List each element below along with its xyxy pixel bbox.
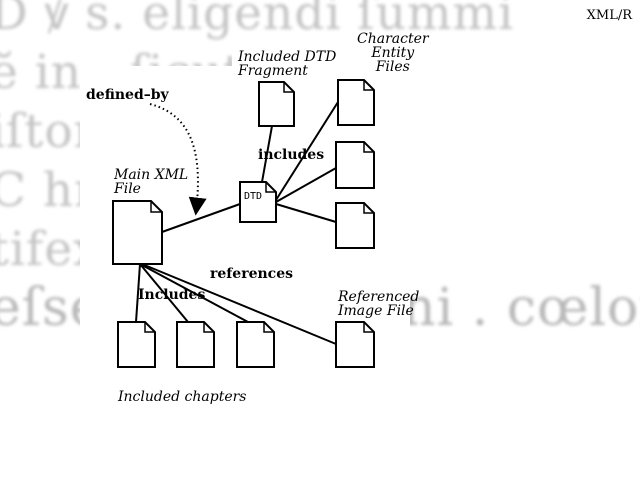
edge-main-to-chapter-2 [139,263,189,323]
entity-file-icon [335,141,375,189]
label-line: Image File [338,303,414,319]
chapter-file-icon [176,321,215,368]
label-line: Fragment [238,63,308,79]
edge-main-to-chapter-3 [139,263,249,323]
label-line: Character [357,31,429,47]
label-line: Included DTD [238,49,337,65]
label-line: File [114,181,141,197]
edge-dtd-to-fragment [261,125,273,183]
label-line: Entity [371,45,415,61]
background-line: D ꝟ s. eligendi ſummi [0,0,515,41]
dtd-file-icon [239,181,277,223]
references-label: references [210,266,293,282]
dtd-fragment-label: Included DTD Fragment [238,50,336,78]
defined-by-label: defined–by [86,87,169,103]
main-xml-file-icon [112,200,163,265]
chapters-label: Included chapters [118,389,247,405]
referenced-image-file-icon [335,321,375,368]
main-xml-file-label: Main XML File [114,168,188,196]
edge-dtd-to-entity-2 [275,167,337,203]
edge-dtd-to-entity-3 [275,203,337,223]
includes-chapters-label: Includes [138,287,206,303]
dtd-icon-label: DTD [244,191,263,202]
edge-dtd-to-entity-1 [275,101,339,201]
diagram-panel-top [232,40,432,80]
chapter-file-icon [236,321,275,368]
chapter-file-icon [117,321,156,368]
image-file-label: Referenced Image File [338,290,419,318]
edge-main-to-dtd [161,203,241,233]
entity-file-icon [337,79,375,126]
edge-main-to-chapter-1 [135,263,141,323]
edge-main-to-image [141,263,337,345]
label-line: Files [375,59,410,75]
dtd-fragment-file-icon [258,81,295,127]
entity-files-label: Character Entity Files [357,32,429,74]
label-line: Referenced [338,289,420,305]
corner-label: XML/R [584,8,634,23]
includes-dtd-label: includes [258,147,325,163]
entity-file-icon [335,202,375,249]
label-line: Main XML [114,167,189,183]
